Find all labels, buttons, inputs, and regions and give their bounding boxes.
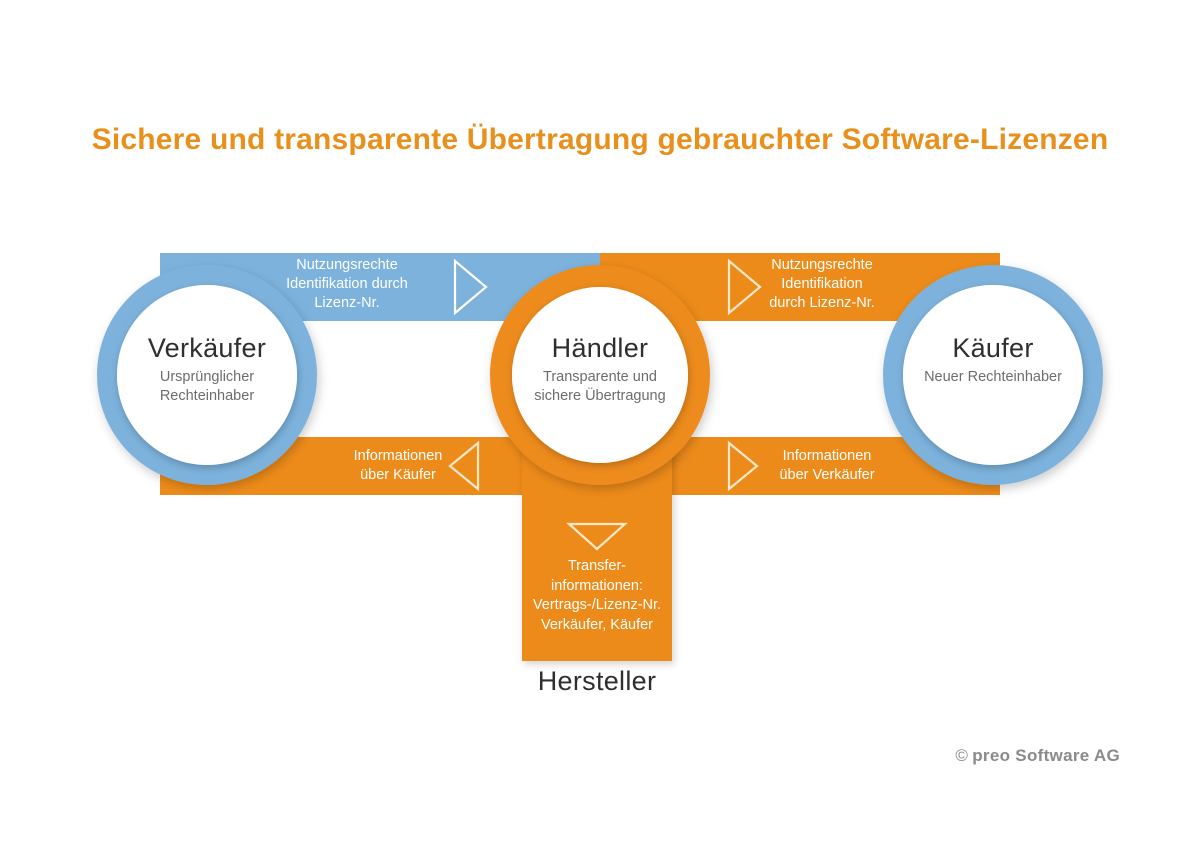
node-buyer	[883, 265, 1103, 485]
page-title: Sichere und transparente Übertragung geb…	[91, 123, 1109, 156]
node-manufacturer-title: Hersteller	[537, 666, 657, 696]
arrow-down-to-manufacturer	[566, 522, 628, 551]
copyright-footer: ©preo Software AG	[780, 746, 1120, 766]
arrow-right-buyer-to-dealer	[727, 440, 759, 492]
node-seller	[97, 265, 317, 485]
arrow-right-dealer-to-buyer	[727, 258, 762, 316]
copyright-text: preo Software AG	[972, 746, 1120, 765]
arrow-left-dealer-to-seller	[448, 440, 480, 492]
arrow-right-seller-to-dealer	[453, 258, 488, 316]
node-dealer	[490, 265, 710, 485]
copyright-icon: ©	[955, 746, 969, 765]
